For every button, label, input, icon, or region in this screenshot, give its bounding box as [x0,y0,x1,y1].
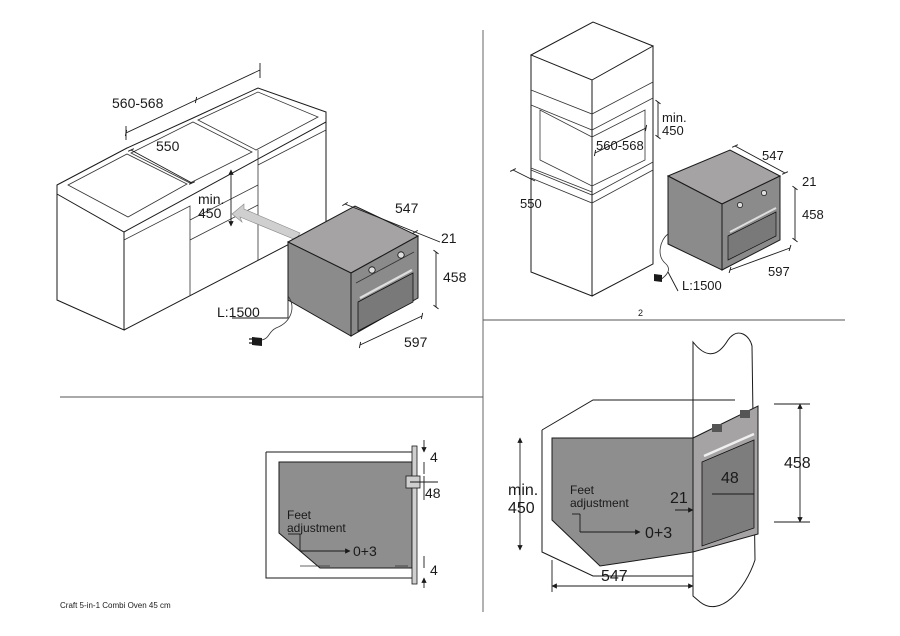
dim-b-oven-width: 597 [768,264,790,279]
panel-a-counter-install [56,63,441,349]
wall-section [692,332,756,608]
dim-d-front-thickness: 21 [670,490,688,507]
sink-right [197,91,319,151]
counter-top [56,87,327,233]
dim-c-feet-range: 0+3 [353,543,377,559]
panel-c-side-section [265,440,438,588]
dim-d-rail: 48 [721,470,739,487]
dim-d-min-label: min. [508,482,538,499]
page-number: 2 [638,308,643,318]
label-c-feet: Feet [287,508,312,522]
dim-oven-height: 458 [443,269,467,285]
dim-cabinet-width: 560-568 [112,95,164,111]
product-name: Craft 5-in-1 Combi Oven 45 cm [60,601,171,610]
dim-min-label: min. [198,191,224,207]
dim-c-rail: 48 [425,485,441,501]
dim-b-min-label: min. [662,110,687,125]
oven-c-body [278,461,413,569]
label-d-feet: Feet [570,483,595,497]
dim-d-feet-range: 0+3 [645,525,672,542]
label-d-adjustment: adjustment [570,496,629,510]
dim-b-front-thickness: 21 [802,174,816,189]
dim-oven-depth: 547 [395,200,419,216]
dim-b-oven-depth: 547 [762,148,784,163]
oven-d-body [551,437,694,567]
dim-min-height: 450 [198,205,222,221]
dim-cable-length: L:1500 [217,304,260,320]
dim-b-oven-height: 458 [802,207,824,222]
panel-d-side-section [517,332,810,608]
dim-front-thickness: 21 [441,230,457,246]
dim-d-min-height: 450 [508,500,535,517]
dim-b-cable-length: L:1500 [682,278,722,293]
panel-b-tall-cabinet [509,21,798,297]
opening-middle [130,121,253,184]
dim-c-top-gap: 4 [430,449,438,465]
dim-oven-width: 597 [404,334,428,350]
insert-arrow [231,203,301,241]
dim-c-bottom-gap: 4 [430,562,438,578]
dim-b-niche-width: 560-568 [596,138,644,153]
dim-niche-depth: 550 [156,138,180,154]
plug-icon [252,337,262,346]
dim-d-oven-height: 458 [784,455,811,472]
plug-b-icon [654,274,662,282]
dim-b-niche-depth: 550 [520,196,542,211]
label-c-adjustment: adjustment [287,521,346,535]
dim-b-min-height: 450 [662,123,684,138]
dim-d-oven-depth: 547 [601,568,628,585]
